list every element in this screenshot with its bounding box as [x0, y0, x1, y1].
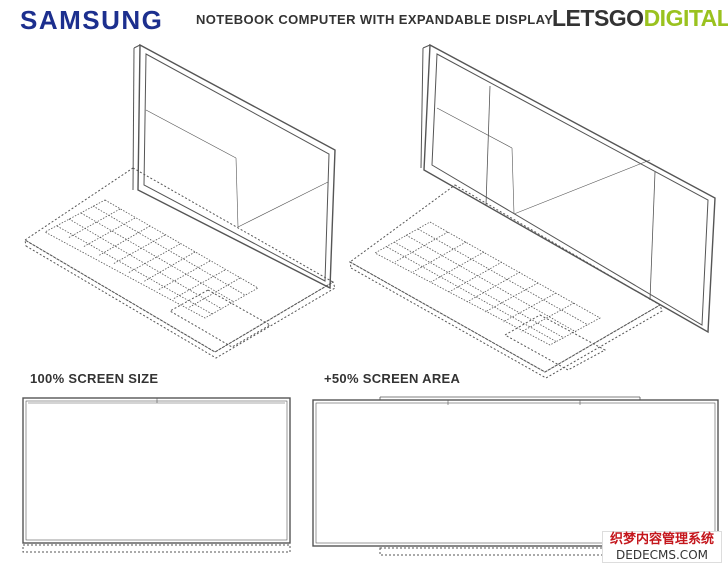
watermark-line1: 织梦内容管理系统: [609, 532, 714, 547]
laptop-left-perspective: [24, 43, 336, 359]
laptop-right-screen-inner: [431, 53, 709, 326]
watermark-line2: DEDECMS.COM: [616, 548, 708, 562]
letsgodigital-logo: LETSGODIGITAL: [552, 5, 728, 32]
caption-100-screen-size: 100% SCREEN SIZE: [30, 371, 159, 386]
laptop-left-touchpad: [168, 289, 272, 348]
front-view-right: [312, 396, 719, 556]
laptop-right-keyboard: [374, 221, 601, 346]
laptop-left-base: [24, 167, 334, 353]
laptop-left-screen-inner: [143, 53, 330, 282]
caption-50-screen-area: +50% SCREEN AREA: [324, 371, 461, 386]
logo-part-digital: DIGITAL: [643, 5, 728, 31]
laptop-right-base: [349, 184, 661, 373]
laptop-left-screen: [137, 43, 336, 290]
logo-part-letsgo: LETSGO: [552, 5, 644, 31]
laptop-right-touchpad: [503, 314, 607, 371]
front-view-left-screen: [22, 397, 291, 544]
page-title: NOTEBOOK COMPUTER WITH EXPANDABLE DISPLA…: [196, 12, 554, 27]
front-view-left: [22, 397, 291, 553]
watermark: 织梦内容管理系统 DEDECMS.COM: [602, 531, 722, 563]
front-view-right-screen: [312, 399, 719, 547]
samsung-logo: SAMSUNG: [20, 5, 164, 35]
front-view-left-base: [22, 544, 291, 553]
laptop-left-keyboard: [44, 199, 259, 319]
laptop-right-perspective: [349, 43, 716, 379]
laptop-right-screen: [423, 43, 716, 334]
front-view-right-base: [379, 547, 641, 556]
